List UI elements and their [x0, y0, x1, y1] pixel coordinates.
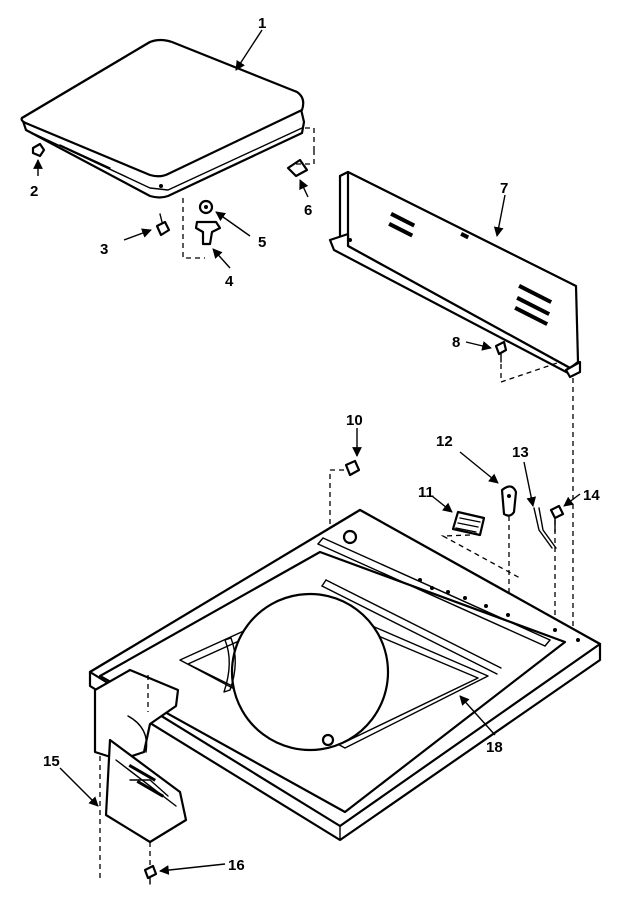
clip-part-6: [286, 150, 315, 198]
screw-part-8: [465, 340, 561, 383]
hook-part-12: [459, 451, 518, 606]
control-panel-part-7: [328, 170, 582, 379]
callout-18: 18: [486, 739, 503, 756]
washer-part-5: [198, 199, 251, 237]
callout-16: 16: [228, 857, 245, 874]
callout-1: 1: [258, 15, 266, 32]
washer-top-part-18: [88, 508, 602, 842]
screw-part-3: [123, 213, 171, 241]
callout-4: 4: [225, 273, 234, 290]
bracket-part-15: [59, 668, 188, 880]
callout-15: 15: [43, 753, 60, 770]
callout-2: 2: [30, 183, 38, 200]
hinge-pin-part-4: [194, 220, 231, 269]
tube-part-13: [523, 461, 557, 549]
callout-10: 10: [346, 412, 363, 429]
bumper-part-2: [31, 142, 46, 176]
callout-5: 5: [258, 234, 266, 251]
callout-3: 3: [100, 241, 108, 258]
callout-8: 8: [452, 334, 460, 351]
callout-14: 14: [583, 487, 600, 504]
callout-13: 13: [512, 444, 529, 461]
screw-part-16: [143, 863, 226, 885]
callout-11: 11: [418, 484, 434, 501]
lid-part-1: [20, 38, 315, 259]
grille-part-11: [431, 495, 521, 579]
callout-7: 7: [500, 180, 508, 197]
screw-part-14: [549, 493, 581, 533]
callout-6: 6: [304, 202, 312, 219]
callout-12: 12: [436, 433, 453, 450]
